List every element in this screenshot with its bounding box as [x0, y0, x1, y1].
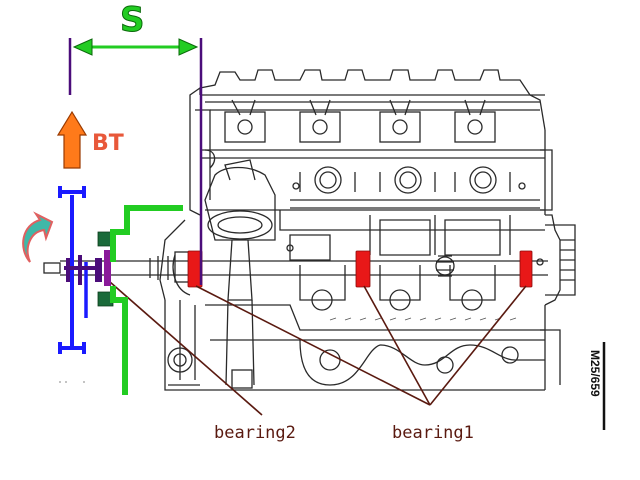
rotation-arrow-icon: [22, 211, 54, 263]
block-hatching: [329, 317, 517, 321]
bearing1-label: bearing1: [392, 423, 474, 443]
figure-ref-label: M25/659: [588, 350, 602, 397]
crank-gear: [435, 255, 455, 277]
crankshaft: [43, 251, 548, 283]
bt-label: BT: [92, 131, 124, 156]
bt-arrow-icon: [56, 110, 88, 169]
dimension-s-label: S: [120, 0, 145, 41]
bearing2-label: bearing2: [214, 423, 296, 443]
bearing1-marker-a: [355, 250, 371, 288]
bearings: [187, 250, 533, 288]
seal-markers: [97, 231, 114, 307]
engine-block-outline: [159, 69, 576, 391]
bearing1-marker-b: [519, 250, 533, 288]
dimension-s: [68, 38, 203, 285]
small-marks: [59, 381, 85, 383]
valve-train: [224, 99, 496, 143]
leader-lines: [109, 281, 527, 416]
pulley-assembly: [58, 186, 111, 354]
housing-bracket: [110, 205, 183, 395]
